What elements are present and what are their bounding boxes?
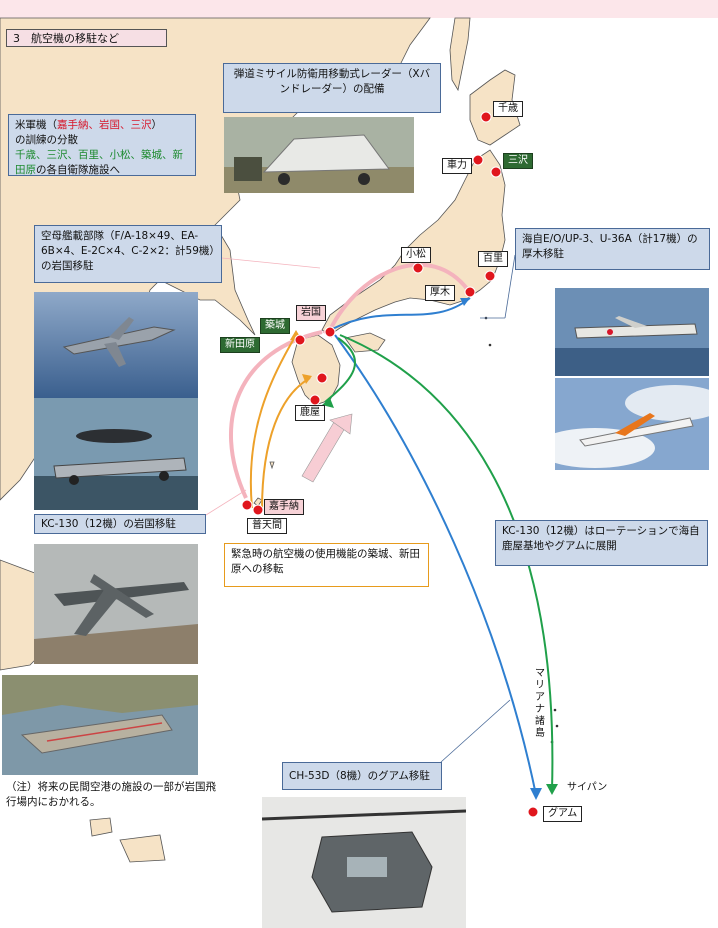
futenma-dot <box>252 504 264 516</box>
e2c-photo <box>34 398 198 510</box>
emergency-box: 緊急時の航空機の使用機能の築城、新田原への移転 <box>224 543 429 587</box>
label-kanoya: 鹿屋 <box>295 405 325 421</box>
kc130-iwakuni-box: KC-130（12機）の岩国移駐 <box>34 514 206 534</box>
label-kadena: 嘉手納 <box>264 499 304 515</box>
emergency-arrow-tsuiki <box>249 334 297 509</box>
kadena-dot <box>241 499 253 511</box>
label-shariki: 車力 <box>442 158 472 174</box>
tsuiki-dot <box>294 334 306 346</box>
chitose-dot <box>480 111 492 123</box>
label-futenma: 普天間 <box>247 518 287 534</box>
label-tsuiki: 築城 <box>260 318 290 334</box>
label-komatsu: 小松 <box>401 247 431 263</box>
u36-photo <box>555 378 709 470</box>
honshu <box>321 149 506 336</box>
label-iwakuni: 岩国 <box>296 305 326 321</box>
label-guam: グアム <box>543 806 583 822</box>
label-chitose: 千歳 <box>493 101 523 117</box>
training-box: 米軍機（嘉手納、岩国、三沢） の訓練の分散 千歳、三沢、百里、小松、築城、新田原… <box>8 114 196 176</box>
label-misawa: 三沢 <box>503 153 533 169</box>
label-hyakuri: 百里 <box>478 251 508 267</box>
fa18-photo <box>34 292 198 398</box>
guam-dot <box>527 806 539 818</box>
kc130-arrow <box>229 330 323 499</box>
carrier-box: 空母艦載部隊（F/A-18×49、EA-6B×4、E-2C×4、C-2×2：計5… <box>34 225 222 283</box>
note-text: （注）将来の民間空港の施設の一部が岩国飛行場内におかれる。 <box>6 781 216 808</box>
rotation-arrow-guam <box>339 334 554 791</box>
emergency-arrow-nyutabaru <box>261 377 311 511</box>
atsugi-dot <box>464 286 476 298</box>
label-nyutabaru: 新田原 <box>220 337 260 353</box>
komatsu-dot <box>412 262 424 274</box>
iwakuni-dot <box>324 326 336 338</box>
training-arrow-head <box>329 413 353 435</box>
training-arrow-shaft <box>301 421 346 483</box>
ch53-arrow <box>334 334 537 796</box>
kanoya-dot <box>309 394 321 406</box>
airport-photo <box>2 675 198 775</box>
section-title: 3 航空機の移駐など <box>6 29 167 47</box>
label-saipan: サイパン <box>567 782 608 793</box>
radar-photo <box>224 117 414 193</box>
p3-photo <box>555 288 709 376</box>
rotation-arrow-kanoya <box>324 337 357 403</box>
top-banner <box>0 0 718 18</box>
radar-box: 弾道ミサイル防衛用移動式レーダー（Xバンドレーダー）の配備 <box>223 63 441 113</box>
label-atsugi: 厚木 <box>425 285 455 301</box>
kc130-photo <box>34 544 198 664</box>
ch53-photo <box>262 797 466 928</box>
carrier-arrow <box>328 262 470 331</box>
sakhalin <box>449 17 471 92</box>
navy-arrow <box>329 297 471 331</box>
hyakuri-dot <box>484 270 496 282</box>
kc130-rotation-box: KC-130（12機）はローテーションで海自鹿屋基地やグアムに展開 <box>495 520 708 566</box>
navy-atsugi-box: 海自E/O/UP-3、U-36A（計17機）の厚木移駐 <box>515 228 710 270</box>
nyutabaru-dot <box>316 372 328 384</box>
label-mariana: マリアナ諸島 <box>535 668 545 739</box>
ch53-box: CH-53D（8機）のグアム移駐 <box>282 762 442 790</box>
shariki-dot <box>472 154 484 166</box>
misawa-dot <box>490 166 502 178</box>
shikoku <box>344 332 386 353</box>
